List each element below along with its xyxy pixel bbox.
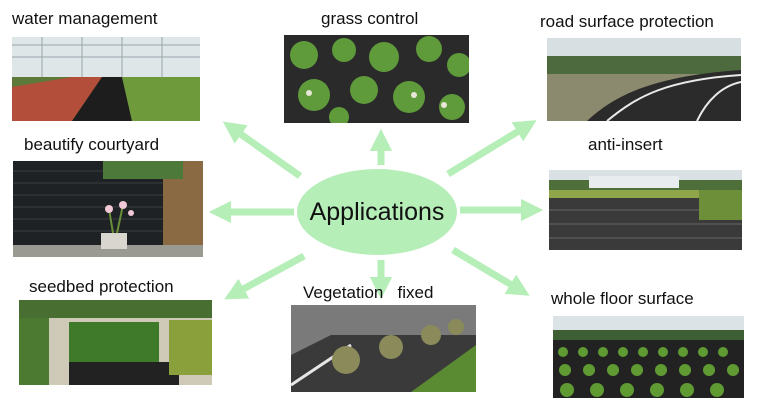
photo-anti-insert (549, 170, 742, 250)
arrow-to-water-management (222, 121, 303, 179)
arrow-to-road-surface-protection (446, 120, 537, 177)
label-grass-control: grass control (321, 9, 419, 28)
label-vegetation-fixed: Vegetation fixed (303, 283, 434, 302)
photo-grass-control (284, 35, 469, 123)
photo-water-management (12, 37, 200, 121)
label-road-surface-protection: road surface protection (540, 12, 714, 31)
label-water-management: water management (12, 9, 158, 28)
photo-whole-floor-surface (553, 316, 744, 398)
photo-beautify-courtyard (13, 161, 203, 257)
label-anti-insert: anti-insert (588, 135, 663, 154)
photo-seedbed-protection (19, 300, 212, 385)
photo-vegetation-fixed (291, 305, 476, 392)
center-ellipse: Applications (297, 169, 457, 255)
label-seedbed-protection: seedbed protection (29, 277, 174, 296)
photo-road-surface-protection (547, 38, 741, 121)
arrow-to-seedbed-protection (224, 252, 306, 300)
label-beautify-courtyard: beautify courtyard (24, 135, 160, 154)
arrow-to-whole-floor-surface (451, 246, 530, 296)
center-label: Applications (309, 197, 445, 226)
label-whole-floor-surface: whole floor surface (551, 289, 694, 308)
